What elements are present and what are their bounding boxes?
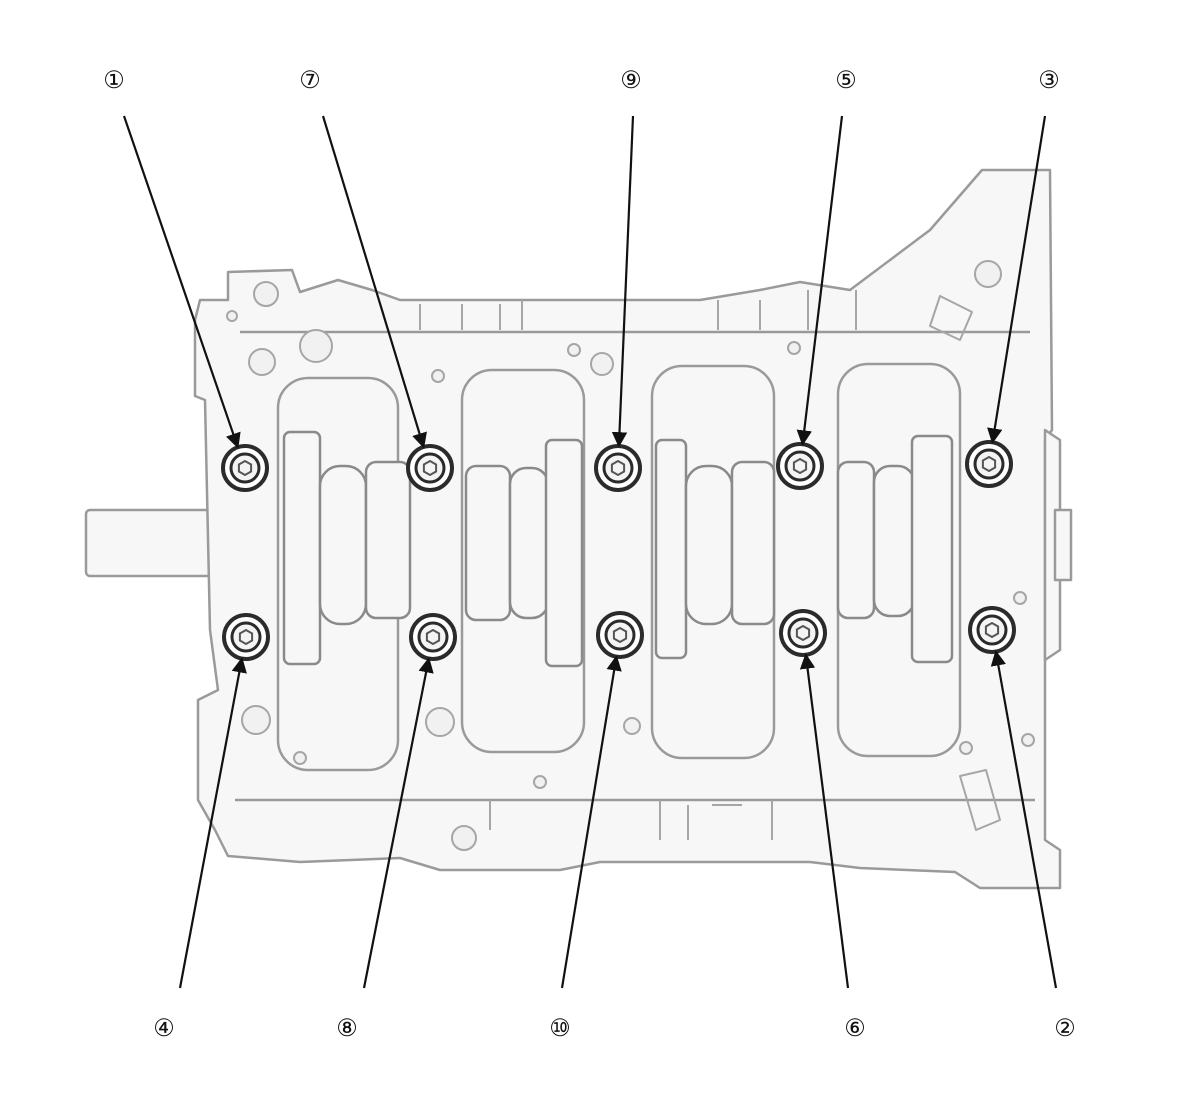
bolt-head bbox=[968, 606, 1016, 654]
callout-label: ⑧ bbox=[336, 1014, 358, 1042]
leader-line bbox=[799, 653, 850, 989]
leader-line bbox=[178, 657, 247, 989]
bolt-head bbox=[221, 444, 269, 492]
leader-line bbox=[560, 655, 622, 989]
leader-line bbox=[990, 650, 1058, 989]
callout-label: ⑦ bbox=[299, 66, 321, 94]
bolt-head bbox=[409, 613, 457, 661]
callout-label: ⑨ bbox=[620, 66, 642, 94]
bolt-head bbox=[594, 444, 642, 492]
bolt-head bbox=[779, 609, 827, 657]
callout-label: ③ bbox=[1038, 66, 1060, 94]
callout-label: ⑥ bbox=[844, 1014, 866, 1042]
bolts bbox=[221, 440, 1016, 661]
leader-line bbox=[796, 115, 844, 446]
leader-line bbox=[987, 115, 1047, 444]
bolt-head bbox=[406, 444, 454, 492]
engine-block-illustration bbox=[84, 168, 1073, 890]
callout-label: ⑩ bbox=[549, 1014, 571, 1042]
leader-line bbox=[321, 115, 427, 449]
callout-label: ④ bbox=[153, 1014, 175, 1042]
leader-lines bbox=[122, 115, 1058, 989]
bolt-head bbox=[222, 613, 270, 661]
leader-line bbox=[362, 657, 434, 989]
bottom-slots bbox=[489, 769, 1001, 840]
crankshaft bbox=[282, 430, 954, 668]
callout-labels: ① ⑦ ⑨ ⑤ ③ ④ ⑧ ⑩ ⑥ ② bbox=[103, 66, 1076, 1042]
callout-label: ① bbox=[103, 66, 125, 94]
bolt-head bbox=[596, 611, 644, 659]
callout-label: ⑤ bbox=[835, 66, 857, 94]
callout-label: ② bbox=[1054, 1014, 1076, 1042]
leader-line bbox=[611, 115, 635, 448]
bolt-head bbox=[776, 442, 824, 490]
rear-flange-plate bbox=[1053, 508, 1073, 582]
casting-bosses bbox=[226, 260, 1035, 851]
bolt-head bbox=[965, 440, 1013, 488]
rear-flange bbox=[1043, 428, 1062, 662]
top-slots bbox=[419, 290, 973, 341]
leader-line bbox=[122, 115, 241, 449]
